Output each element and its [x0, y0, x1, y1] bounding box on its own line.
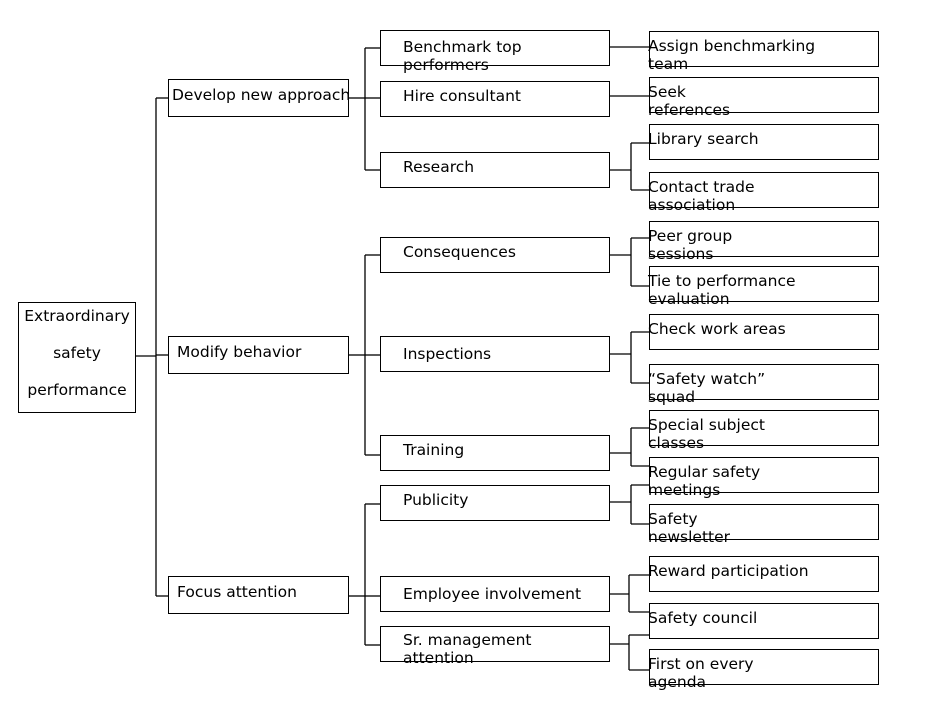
- node-label: Library search: [648, 130, 759, 148]
- node-label: Seek references: [648, 83, 731, 119]
- node-contact-trade-association: Contact trade association: [648, 172, 879, 214]
- node-label: Sr. management attention: [403, 631, 532, 667]
- node-label: Special subject classes: [648, 416, 765, 452]
- node-label: First on every agenda: [648, 655, 754, 691]
- node-label: Modify behavior: [177, 343, 302, 361]
- node-tie-to-performance-evaluation: Tie to performance evaluation: [648, 266, 879, 308]
- node-inspections: Inspections: [380, 336, 610, 372]
- node-label: Training: [403, 441, 465, 459]
- node-consequences: Consequences: [380, 237, 610, 273]
- node-special-subject-classes: Special subject classes: [648, 410, 879, 452]
- node-assign-benchmarking-team: Assign benchmarking team: [648, 31, 879, 73]
- node-peer-group-sessions: Peer group sessions: [648, 221, 879, 263]
- node-research: Research: [380, 152, 610, 188]
- node-seek-references: Seek references: [648, 77, 879, 119]
- root-line-1: Extraordinary: [24, 307, 130, 325]
- node-first-on-every-agenda: First on every agenda: [648, 649, 879, 691]
- node-safety-watch-squad: “Safety watch” squad: [648, 364, 879, 406]
- node-safety-newsletter: Safety newsletter: [648, 504, 879, 546]
- node-label: Assign benchmarking team: [648, 37, 816, 73]
- node-hire-consultant: Hire consultant: [380, 81, 610, 117]
- node-label: Safety council: [648, 609, 758, 627]
- node-label: Regular safety meetings: [648, 463, 761, 499]
- node-label: Publicity: [403, 491, 469, 509]
- node-label: Safety newsletter: [648, 510, 731, 546]
- node-label: Contact trade association: [648, 178, 755, 214]
- node-focus-attention: Focus attention: [168, 576, 349, 614]
- node-label: Peer group sessions: [648, 227, 733, 263]
- node-develop-new-approach: Develop new approach: [168, 79, 351, 117]
- node-publicity: Publicity: [380, 485, 610, 521]
- node-label: Benchmark top performers: [403, 38, 522, 74]
- node-label: Focus attention: [177, 583, 297, 601]
- node-label: Consequences: [403, 243, 516, 261]
- node-safety-council: Safety council: [648, 603, 879, 639]
- root-line-2: safety: [53, 344, 101, 362]
- node-check-work-areas: Check work areas: [648, 314, 879, 350]
- node-label: Hire consultant: [403, 87, 521, 105]
- node-regular-safety-meetings: Regular safety meetings: [648, 457, 879, 499]
- node-reward-participation: Reward participation: [648, 556, 879, 592]
- node-label: Tie to performance evaluation: [648, 272, 796, 308]
- node-label: Reward participation: [648, 562, 809, 580]
- node-label: Develop new approach: [172, 86, 351, 104]
- node-label: Inspections: [403, 345, 492, 363]
- root-line-3: performance: [27, 381, 127, 399]
- node-label: Research: [403, 158, 475, 176]
- node-library-search: Library search: [648, 124, 879, 160]
- node-label: Employee involvement: [403, 585, 582, 603]
- node-benchmark-top-performers: Benchmark top performers: [380, 30, 610, 74]
- node-modify-behavior: Modify behavior: [168, 336, 349, 374]
- node-label: Check work areas: [648, 320, 786, 338]
- node-label: “Safety watch” squad: [648, 370, 766, 406]
- node-employee-involvement: Employee involvement: [380, 576, 610, 612]
- root-node: Extraordinary safety performance: [18, 302, 136, 413]
- node-sr-management-attention: Sr. management attention: [380, 626, 610, 667]
- node-training: Training: [380, 435, 610, 471]
